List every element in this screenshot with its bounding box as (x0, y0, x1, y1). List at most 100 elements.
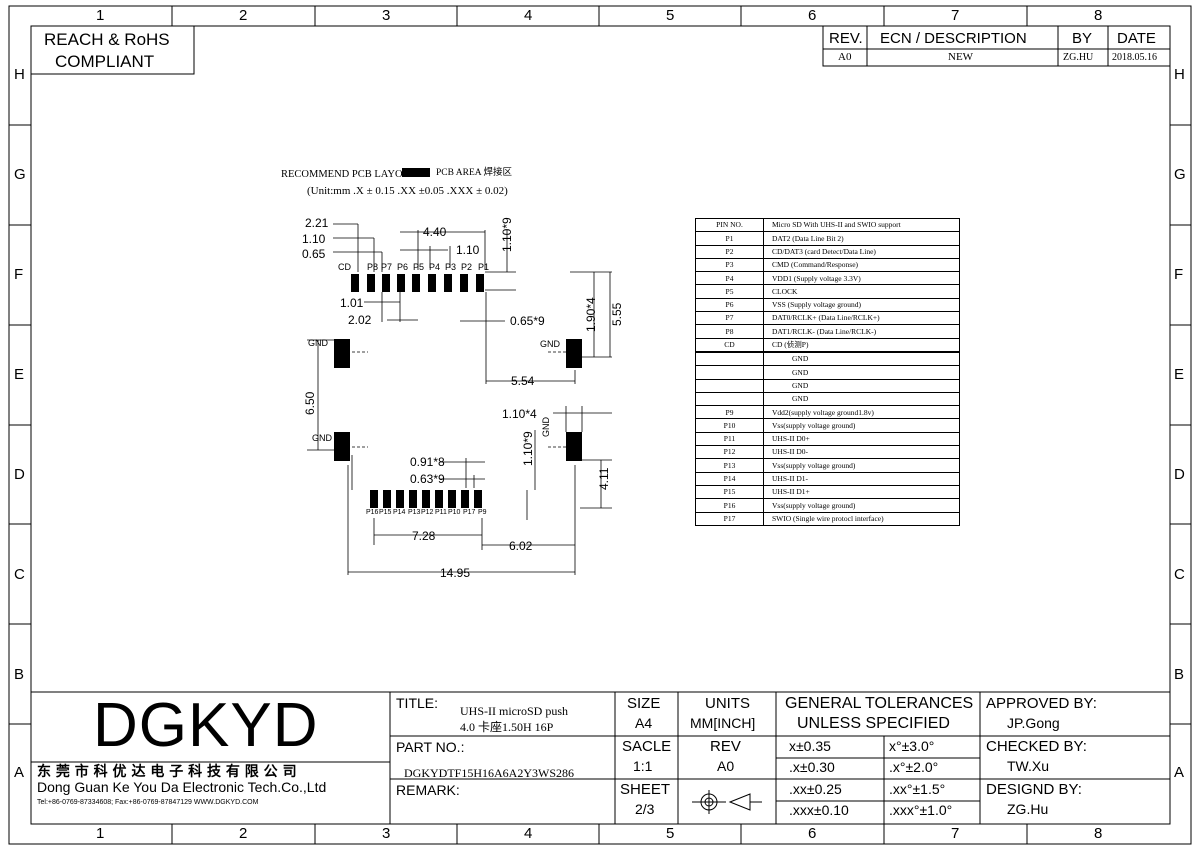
dim-1-10a: 1.10 (302, 232, 326, 246)
dim-0-63x9: 0.63*9 (410, 472, 445, 486)
top-pin-label: P1 (478, 262, 490, 272)
company-logo: DGKYD (93, 691, 319, 760)
zone-col-label: 8 (1094, 825, 1103, 842)
top-pin-label: P5 (413, 262, 425, 272)
pin-function: GND (763, 365, 960, 380)
pad-gnd-br (566, 432, 582, 461)
dim-1-10b: 1.10 (456, 243, 480, 257)
pin-number (695, 378, 764, 393)
dim-0-65x9: 0.65*9 (510, 314, 545, 328)
pin-function: GND (763, 351, 960, 367)
dim-2-21: 2.21 (305, 216, 329, 230)
pin-function: UHS-II D0+ (763, 431, 960, 447)
zone-row-label: C (1174, 566, 1185, 583)
pin-number (695, 365, 764, 380)
zone-row-label: G (14, 166, 26, 183)
dim-0-91x8: 0.91*8 (410, 455, 445, 469)
top-pin-label: P3 (445, 262, 457, 272)
dim-14-95: 14.95 (440, 566, 471, 580)
title-line2: 4.0 卡座1.50H 16P (460, 720, 554, 734)
pin-table-row: GND (695, 351, 960, 367)
pin-function: UHS-II D0- (763, 445, 960, 460)
pad-p11 (435, 490, 443, 508)
by-header: BY (1072, 30, 1093, 47)
gnd-label-bl: GND (312, 433, 332, 443)
pin-assignment-table: PIN NO. Micro SD With UHS-II and SWIO su… (695, 217, 960, 526)
pin-number: P12 (695, 445, 764, 460)
pin-function: Vdd2(supply voltage ground1.8v) (763, 405, 960, 420)
pin-number: P10 (695, 418, 764, 433)
scale-label: SACLE (622, 738, 672, 755)
units-note: (Unit:mm .X ± 0.15 .XX ±0.05 .XXX ± 0.02… (307, 185, 508, 197)
top-pin-label: P6 (397, 262, 409, 272)
pin-number: P1 (695, 231, 764, 246)
pin-function: VSS (Supply voltage ground) (763, 297, 960, 313)
compliance-line1: REACH & RoHS (44, 30, 170, 49)
rev-value: A0 (838, 51, 852, 63)
zone-col-label: 1 (96, 7, 105, 24)
pin-number: P7 (695, 311, 764, 326)
dim-1-90x4: 1.90*4 (584, 297, 598, 332)
bottom-pin-label: P10 (448, 509, 461, 516)
remark-label: REMARK: (396, 782, 460, 798)
pin-number (695, 391, 764, 407)
pad-p5 (412, 274, 420, 292)
pad-p15 (383, 490, 391, 508)
scale-value: 1:1 (633, 758, 653, 774)
zone-row-label: B (1174, 666, 1185, 683)
pad-p12 (422, 490, 430, 508)
pad-p6 (397, 274, 405, 292)
top-pin-label: P7 (381, 262, 393, 272)
dim-6-50: 6.50 (303, 391, 317, 415)
tolerance-angular: .xx°±1.5° (889, 781, 946, 797)
zone-row-label: E (14, 366, 25, 383)
tolerance-angular: .x°±2.0° (889, 759, 939, 775)
zone-row-label: E (1174, 366, 1185, 383)
pcb-area-swatch (402, 168, 430, 177)
top-pin-label: P2 (461, 262, 473, 272)
pin-function: DAT0/RCLK+ (Data Line/RCLK+) (763, 311, 960, 326)
pin-function: VDD1 (Supply voltage 3.3V) (763, 271, 960, 286)
zone-col-label: 1 (96, 825, 105, 842)
pin-number: P13 (695, 458, 764, 473)
sheet-value: 2/3 (635, 801, 655, 817)
bottom-pin-label: P14 (393, 509, 406, 516)
pad-p1 (476, 274, 484, 292)
zone-col-label: 7 (951, 825, 960, 842)
layout-title: RECOMMEND PCB LAYOUT (281, 169, 417, 180)
bottom-pin-label: P9 (478, 509, 487, 516)
tolerances-title2: UNLESS SPECIFIED (797, 715, 950, 732)
company-name-en: Dong Guan Ke You Da Electronic Tech.Co.,… (37, 779, 327, 795)
pad-p8 (367, 274, 375, 292)
pad-p16 (370, 490, 378, 508)
zone-row-label: G (1174, 166, 1186, 183)
pad-gnd-tl (334, 339, 350, 368)
zone-col-label: 4 (524, 7, 533, 24)
pin-function: DAT2 (Data Line Bit 2) (763, 231, 960, 246)
zone-row-label: D (1174, 466, 1185, 483)
dim-1-10x9-lower: 1.10*9 (521, 431, 535, 466)
pin-function: GND (763, 391, 960, 407)
pin-number: P16 (695, 498, 764, 513)
tolerances-title1: GENERAL TOLERANCES (785, 695, 974, 712)
dim-4-11: 4.11 (597, 467, 611, 490)
pin-number: P8 (695, 324, 764, 339)
tolerance-linear: .xxx±0.10 (789, 802, 849, 818)
dim-5-55: 5.55 (610, 302, 624, 326)
pin-number: P2 (695, 244, 764, 259)
pad-p13 (409, 490, 417, 508)
pin-desc-header: Micro SD With UHS-II and SWIO support (763, 217, 960, 233)
pin-function: Vss(supply voltage ground) (763, 418, 960, 433)
approved-value: JP.Gong (1007, 715, 1060, 731)
zone-row-label: H (1174, 66, 1185, 83)
units-value: MM[INCH] (690, 715, 756, 731)
